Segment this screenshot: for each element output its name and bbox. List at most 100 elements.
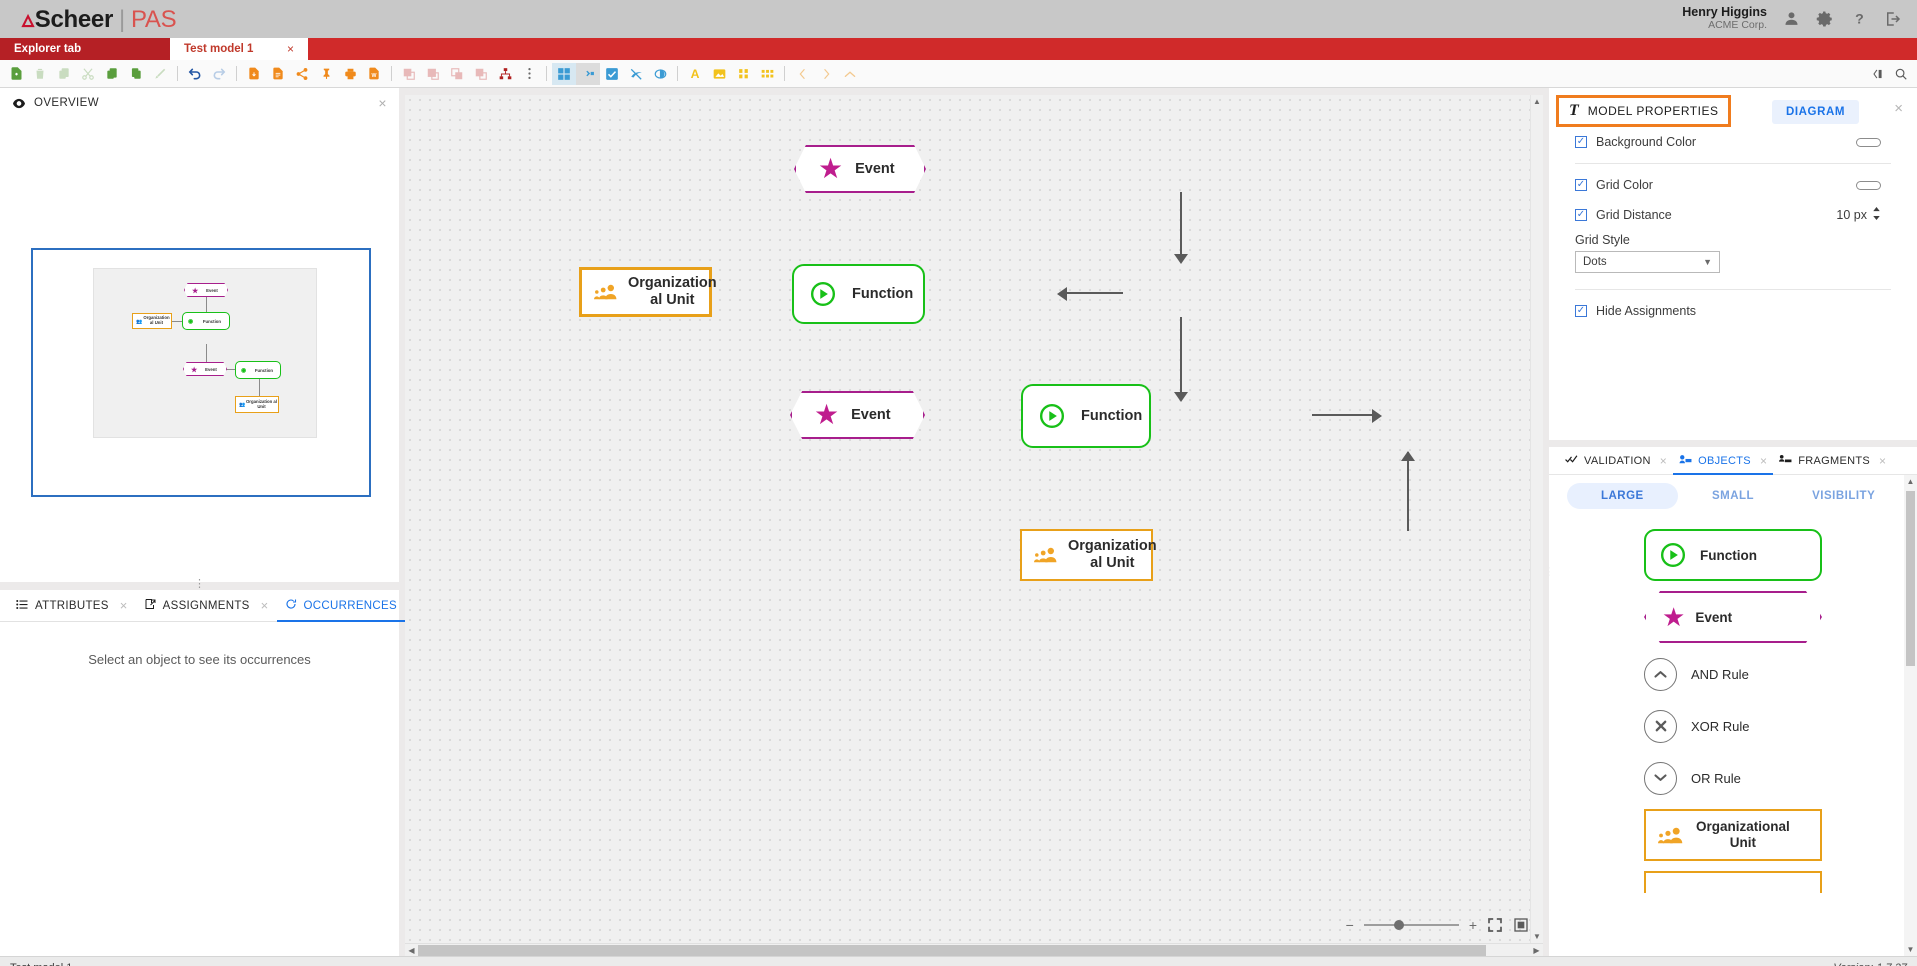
pin-icon[interactable] — [314, 63, 338, 85]
background-color-checkbox[interactable]: ✓ — [1575, 136, 1587, 148]
scroll-down-icon[interactable]: ▼ — [1533, 932, 1541, 941]
tab-attributes-close-icon[interactable]: × — [119, 598, 128, 613]
tab-validation[interactable]: VALIDATION × — [1559, 447, 1673, 474]
tab-occurrences[interactable]: OCCURRENCES × — [276, 590, 425, 622]
paste-icon[interactable] — [100, 63, 124, 85]
apps-icon[interactable] — [755, 63, 779, 85]
background-color-swatch[interactable] — [1856, 137, 1881, 147]
zoom-slider[interactable] — [1363, 920, 1459, 930]
center-view-icon[interactable] — [1513, 917, 1529, 933]
grid-color-checkbox[interactable]: ✓ — [1575, 179, 1587, 191]
delete-icon[interactable] — [28, 63, 52, 85]
copy-icon[interactable] — [52, 63, 76, 85]
align-front-icon[interactable] — [397, 63, 421, 85]
user-icon[interactable] — [1781, 9, 1801, 29]
cut-icon[interactable] — [76, 63, 100, 85]
palette-item-function[interactable]: Function — [1549, 529, 1917, 581]
align-backward-icon[interactable] — [445, 63, 469, 85]
scroll-left-icon[interactable]: ◀ — [408, 945, 415, 955]
format-painter-icon[interactable] — [148, 63, 172, 85]
duplicate-icon[interactable] — [124, 63, 148, 85]
more-options-icon[interactable] — [517, 63, 541, 85]
canvas-vertical-scrollbar[interactable]: ▲ ▼ — [1530, 95, 1543, 943]
canvas-node-function-2[interactable]: Function — [1021, 384, 1151, 448]
hierarchy-icon[interactable] — [493, 63, 517, 85]
export-icon[interactable] — [242, 63, 266, 85]
scroll-up-icon[interactable]: ▲ — [1906, 477, 1915, 486]
image-icon[interactable] — [707, 63, 731, 85]
gear-icon[interactable] — [1815, 9, 1835, 29]
tab-test-model-1[interactable]: Test model 1 × — [170, 38, 308, 60]
palette-item-or-rule[interactable]: OR Rule — [1549, 757, 1917, 799]
grid-distance-checkbox[interactable]: ✓ — [1575, 209, 1587, 221]
tab-objects-close-icon[interactable]: × — [1759, 453, 1768, 468]
canvas-node-event-1[interactable]: ★ Event — [794, 145, 926, 193]
share-icon[interactable] — [290, 63, 314, 85]
text-color-icon[interactable]: A — [683, 63, 707, 85]
objects-scroll-thumb[interactable] — [1906, 491, 1915, 666]
palette-item-event[interactable]: ★ Event — [1549, 591, 1917, 643]
palette-item-and-rule[interactable]: AND Rule — [1549, 653, 1917, 695]
redo-icon[interactable] — [207, 63, 231, 85]
print-icon[interactable] — [338, 63, 362, 85]
tab-close-icon[interactable]: × — [286, 42, 294, 56]
shadow-icon[interactable] — [648, 63, 672, 85]
snap-icon[interactable] — [576, 62, 600, 85]
left-panel-divider[interactable] — [0, 582, 399, 590]
hscroll-track[interactable] — [418, 944, 1530, 956]
zoom-in-button[interactable]: + — [1468, 917, 1477, 933]
collapse-panel-icon[interactable] — [1865, 63, 1889, 85]
grid-color-swatch[interactable] — [1856, 180, 1881, 190]
diagram-tab-chip[interactable]: DIAGRAM — [1771, 100, 1860, 124]
zoom-out-button[interactable]: − — [1345, 917, 1354, 933]
overview-minimap[interactable]: ★Event ◉Function 👥Organization al Unit ★… — [31, 248, 371, 497]
new-file-icon[interactable] — [4, 63, 28, 85]
grid-layout-icon[interactable] — [552, 62, 576, 85]
search-icon[interactable] — [1889, 63, 1913, 85]
tab-validation-close-icon[interactable]: × — [1659, 453, 1668, 468]
undo-icon[interactable] — [183, 63, 207, 85]
canvas-horizontal-scrollbar[interactable]: ◀ ▶ — [405, 943, 1543, 956]
model-properties-close-icon[interactable]: × — [1894, 100, 1903, 117]
hide-assignments-checkbox[interactable]: ✓ — [1575, 305, 1587, 317]
fit-screen-icon[interactable] — [1487, 917, 1503, 933]
hide-connector-icon[interactable] — [624, 63, 648, 85]
word-export-icon[interactable]: W — [362, 63, 386, 85]
prev-icon[interactable] — [790, 63, 814, 85]
panel-resize-grip[interactable]: ⋮ — [1549, 565, 1554, 578]
overview-close-icon[interactable]: × — [378, 95, 387, 111]
hscroll-thumb[interactable] — [418, 944, 1486, 956]
segment-visibility[interactable]: VISIBILITY — [1812, 490, 1876, 502]
tab-objects[interactable]: OBJECTS × — [1673, 447, 1774, 475]
document-icon[interactable] — [266, 63, 290, 85]
canvas-node-function-1[interactable]: Function — [792, 264, 925, 324]
tab-assignments-close-icon[interactable]: × — [260, 598, 269, 613]
scroll-down-icon[interactable]: ▼ — [1906, 945, 1915, 954]
checkbox-icon[interactable] — [600, 63, 624, 85]
tab-assignments[interactable]: ASSIGNMENTS × — [136, 590, 277, 621]
tab-fragments[interactable]: FRAGMENTS × — [1773, 447, 1892, 474]
scroll-right-icon[interactable]: ▶ — [1533, 945, 1540, 955]
tab-attributes[interactable]: ATTRIBUTES × — [8, 590, 136, 621]
tab-fragments-close-icon[interactable]: × — [1879, 453, 1887, 468]
scroll-up-icon[interactable]: ▲ — [1533, 97, 1541, 106]
canvas-node-event-2[interactable]: ★ Event — [790, 391, 925, 439]
align-forward-icon[interactable] — [421, 63, 445, 85]
tab-explorer[interactable]: Explorer tab — [0, 38, 170, 60]
stepper-icon[interactable] — [1872, 207, 1881, 223]
segment-large[interactable]: LARGE — [1567, 483, 1678, 509]
zoom-slider-knob[interactable] — [1394, 920, 1405, 930]
palette-item-xor-rule[interactable]: XOR Rule — [1549, 705, 1917, 747]
grid-style-select[interactable]: Dots ▼ — [1575, 251, 1720, 273]
columns-icon[interactable] — [731, 63, 755, 85]
palette-item-next-partial[interactable] — [1644, 871, 1822, 893]
align-back-icon[interactable] — [469, 63, 493, 85]
objects-panel-scrollbar[interactable]: ▲ ▼ — [1904, 475, 1917, 956]
next-icon[interactable] — [814, 63, 838, 85]
segment-small[interactable]: SMALL — [1711, 490, 1755, 502]
collapse-icon[interactable] — [838, 63, 862, 85]
